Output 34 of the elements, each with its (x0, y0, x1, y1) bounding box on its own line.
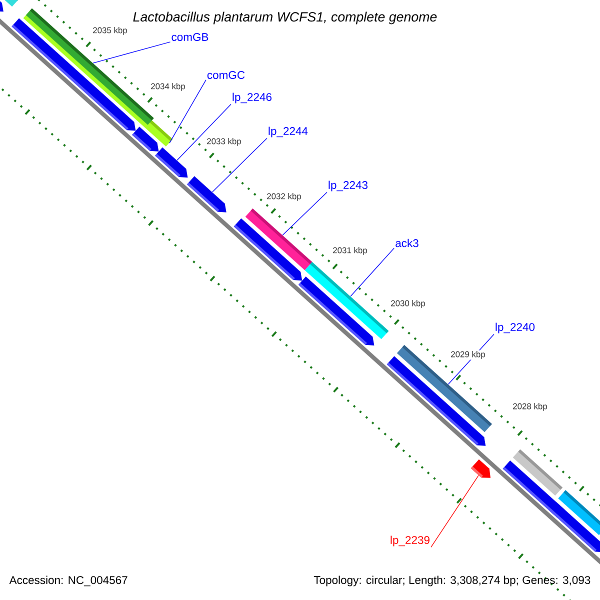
scale-label: 2028 kbp (512, 402, 548, 412)
scale-label: 2034 kbp (150, 82, 186, 92)
genome-info-text: Topology: circular; Length: 3,308,274 bp; Genes: 3,093 (314, 576, 590, 586)
scale-label: 2033 kbp (206, 137, 242, 147)
leader-line (430, 475, 479, 548)
gene-bar (245, 208, 312, 270)
gene-block (548, 502, 600, 552)
gene-label: lp_2244 (268, 126, 308, 138)
leader-line (212, 138, 268, 192)
gene-label: ack3 (396, 238, 418, 248)
map-title: Lactobacillus plantarum WCFS1, complete genome (133, 12, 437, 24)
scale-label: 2030 kbp (390, 299, 426, 309)
gene-block (132, 126, 159, 152)
scale-label: 2035 kbp (92, 26, 128, 36)
gene-block (187, 176, 226, 212)
scale-label: 2032 kbp (266, 192, 302, 202)
gene-label: lp_2240 (496, 322, 535, 334)
gene-block (298, 276, 374, 346)
scale-label: 2031 kbp (332, 246, 368, 256)
leader-line (169, 80, 206, 144)
gene-label: lp_2246 (232, 92, 272, 104)
accession-text: Accession: NC_004567 (9, 576, 128, 586)
gene-label: comGB (172, 33, 208, 41)
scale-label: 2029 kbp (450, 350, 486, 360)
gene-block (470, 459, 491, 478)
leader-line (282, 192, 328, 236)
gene-block (0, 0, 4, 12)
gene-label: comGC (207, 71, 245, 79)
leader-line (350, 248, 394, 297)
gene-label: lp_2239 (390, 536, 430, 546)
gene-block (155, 147, 188, 178)
leader-line (176, 104, 232, 161)
leader-line (92, 42, 171, 64)
gene-label: lp_2243 (328, 180, 368, 192)
